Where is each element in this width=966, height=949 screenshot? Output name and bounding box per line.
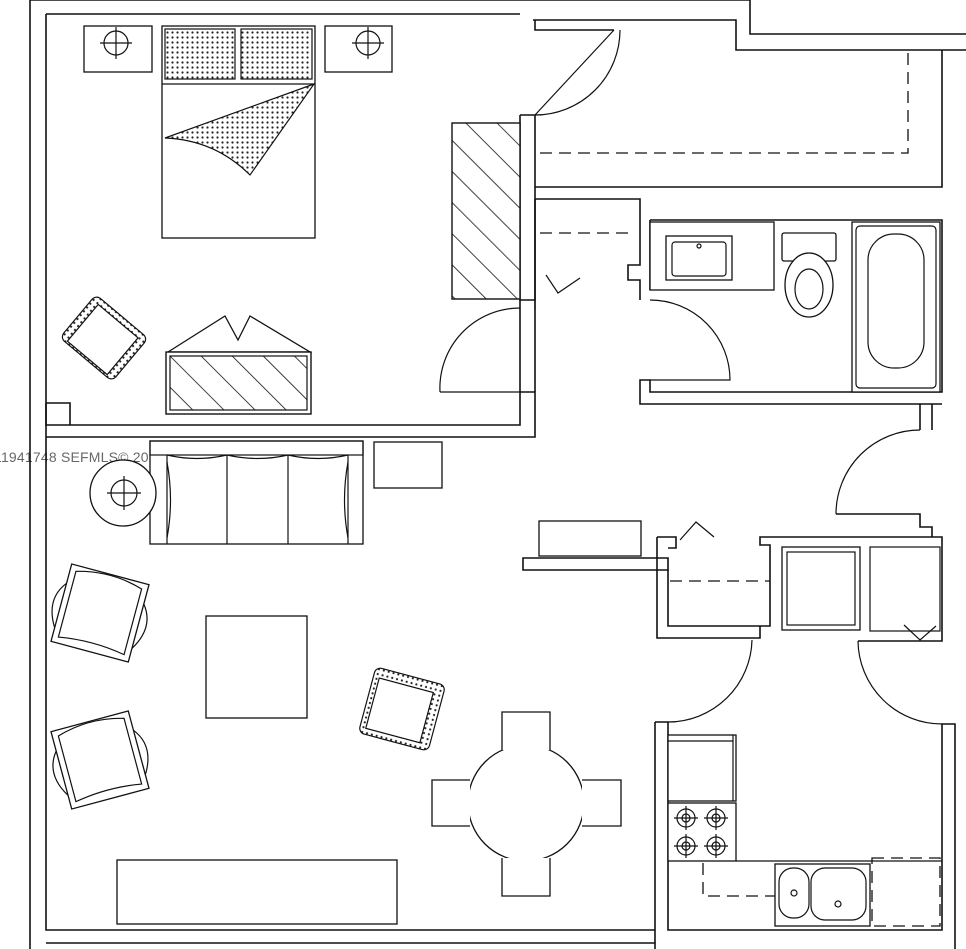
living-room (50, 440, 622, 925)
walk-in-closet (534, 29, 943, 188)
bedroom (46, 25, 536, 438)
hallway (522, 404, 943, 725)
bathroom (534, 198, 943, 405)
kitchen (654, 721, 956, 949)
